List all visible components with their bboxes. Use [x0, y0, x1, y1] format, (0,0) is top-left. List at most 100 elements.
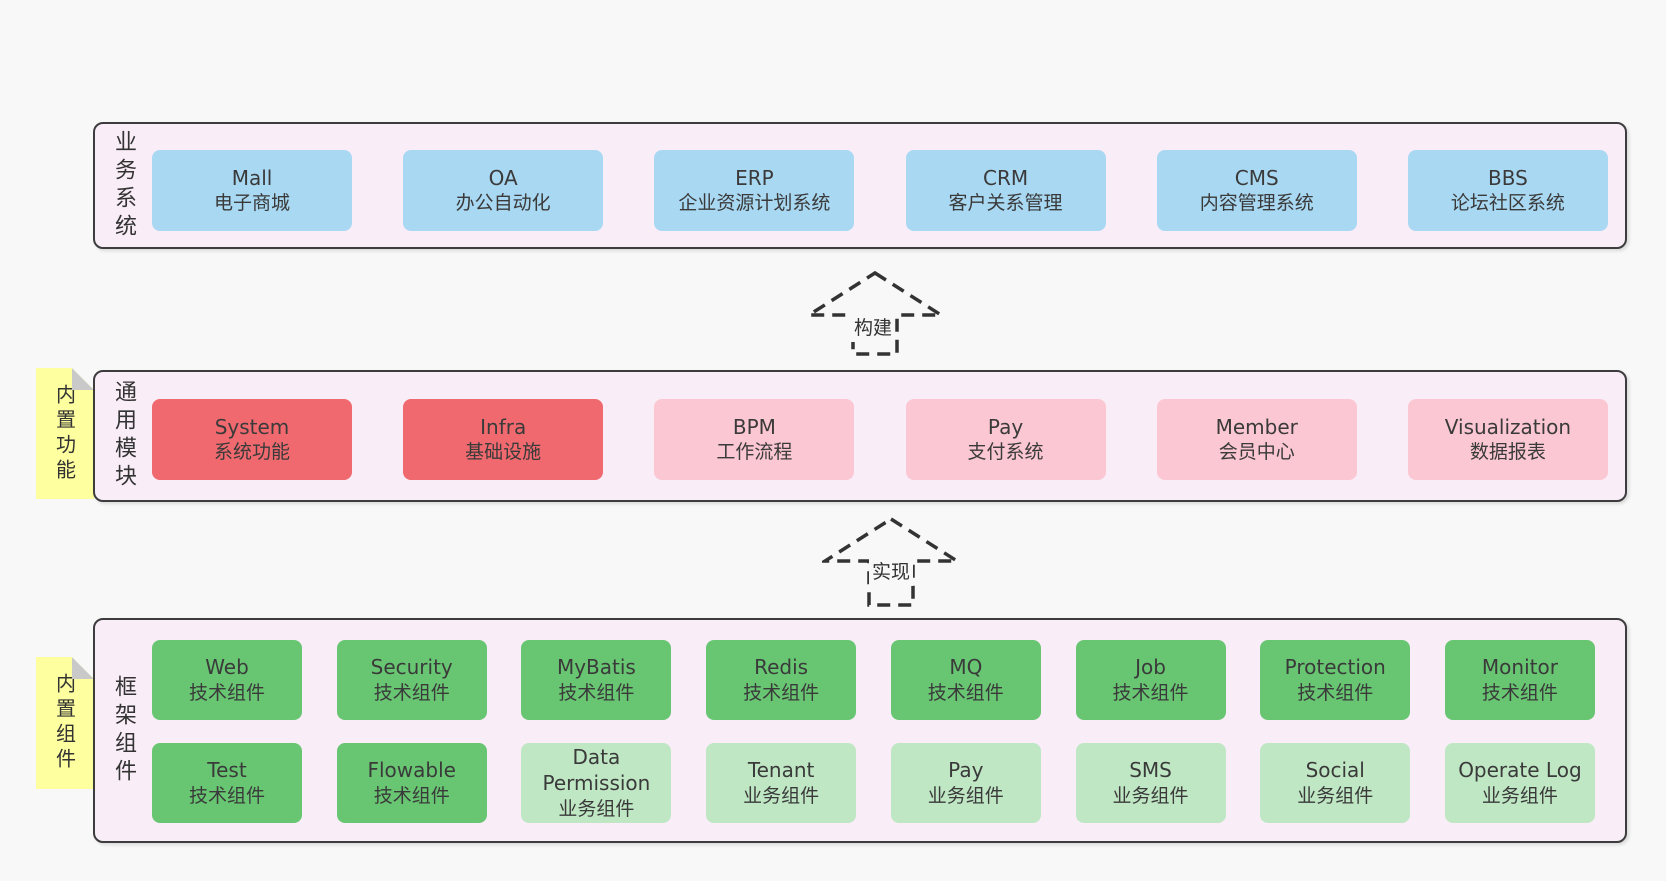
box-name: SMS: [1129, 758, 1172, 783]
box-subtitle: 业务组件: [558, 797, 635, 820]
layer-label: 业务系统: [95, 124, 151, 247]
box-name: Job: [1135, 655, 1166, 680]
sticky-note-label: 内置组件: [52, 673, 77, 773]
box-name: Data Permission: [542, 745, 651, 796]
arrow-label-implement: 实现: [869, 555, 914, 586]
box-name: Pay: [987, 414, 1024, 439]
box-name: MyBatis: [556, 655, 636, 680]
box-subtitle: 业务组件: [1297, 784, 1374, 807]
box-name: CRM: [983, 165, 1029, 190]
layer-label: 通用模块: [95, 372, 151, 500]
box-subtitle: 业务组件: [927, 784, 1004, 807]
box-subtitle: 会员中心: [1218, 441, 1295, 464]
box-subtitle: 电子商城: [213, 192, 290, 215]
arrow-up-build: [806, 270, 944, 356]
layer-label-text: 通用模块: [111, 380, 136, 492]
box-subtitle: 系统功能: [213, 441, 290, 464]
box-subtitle: 技术组件: [1481, 681, 1558, 704]
box-subtitle: 业务组件: [743, 784, 820, 807]
layer-label: 框架组件: [95, 620, 151, 841]
box-name: Member: [1215, 414, 1298, 439]
box-name: Tenant: [747, 758, 815, 783]
box-name: BPM: [732, 414, 776, 439]
box-subtitle: 内容管理系统: [1199, 192, 1314, 215]
box-subtitle: 技术组件: [1297, 681, 1374, 704]
box-name: CMS: [1234, 165, 1279, 190]
box-subtitle: 技术组件: [1112, 681, 1189, 704]
box-subtitle: 业务组件: [1112, 784, 1189, 807]
box-subtitle: 技术组件: [927, 681, 1004, 704]
box-name: Redis: [754, 655, 809, 680]
box-subtitle: 客户关系管理: [948, 192, 1063, 215]
sticky-note-built-in-features: 内置功能: [36, 368, 94, 499]
box-subtitle: 办公自动化: [455, 192, 551, 215]
box-subtitle: 业务组件: [1481, 784, 1558, 807]
box-subtitle: 技术组件: [188, 681, 265, 704]
box-name: Security: [370, 655, 453, 680]
box-name: System: [214, 414, 290, 439]
box-name: Operate Log: [1458, 758, 1582, 783]
box-name: Flowable: [367, 758, 456, 783]
sticky-note-built-in-components: 内置组件: [36, 657, 94, 789]
sticky-note-label: 内置功能: [52, 383, 77, 484]
box-subtitle: 技术组件: [743, 681, 820, 704]
box-name: BBS: [1488, 165, 1528, 190]
box-name: Web: [205, 655, 249, 680]
box-subtitle: 技术组件: [188, 784, 265, 807]
box-name: Monitor: [1481, 655, 1558, 680]
box-name: Protection: [1284, 655, 1386, 680]
box-name: Mall: [231, 165, 273, 190]
box-name: Social: [1305, 758, 1365, 783]
box-subtitle: 技术组件: [373, 784, 450, 807]
box-subtitle: 论坛社区系统: [1450, 192, 1565, 215]
layer-label-text: 业务系统: [111, 129, 136, 242]
box-subtitle: 支付系统: [967, 441, 1044, 464]
box-subtitle: 企业资源计划系统: [678, 192, 831, 215]
box-name: Pay: [948, 758, 984, 783]
box-name: OA: [488, 165, 518, 190]
box-name: ERP: [735, 165, 774, 190]
arrow-label-build: 构建: [851, 311, 896, 342]
box-subtitle: 工作流程: [716, 441, 793, 464]
layer-label-text: 框架组件: [111, 674, 136, 787]
box-subtitle: 技术组件: [373, 681, 450, 704]
box-name: Visualization: [1444, 414, 1572, 439]
box-subtitle: 数据报表: [1469, 441, 1546, 464]
box-name: MQ: [949, 655, 983, 680]
